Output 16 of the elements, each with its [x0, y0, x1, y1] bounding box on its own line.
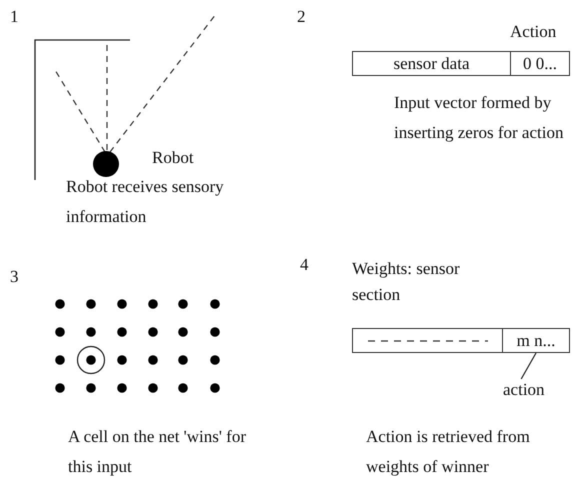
cell-heading: Action	[510, 21, 558, 43]
panel-number: 4	[300, 254, 310, 276]
panel-number: 3	[10, 266, 20, 288]
cell-heading: Weights: sensor section	[352, 258, 461, 306]
vector-cell: sensor data	[352, 51, 511, 76]
caption-text: Input vector formed by inserting zeros for action	[394, 92, 564, 144]
caption-text: A cell on the net 'wins' for this input	[68, 426, 247, 478]
panel-number: 2	[297, 6, 306, 28]
node-label: Robot	[152, 148, 194, 168]
caption-text: Robot receives sensory information	[66, 176, 225, 228]
leader-label: action	[503, 375, 555, 405]
leader-line	[520, 352, 537, 380]
panel-number: 1	[10, 6, 20, 28]
vector-cell: m n...	[502, 328, 570, 353]
caption-text: Action is retrieved from weights of winner	[366, 426, 531, 478]
vector-cell: 0 0...	[510, 51, 570, 76]
